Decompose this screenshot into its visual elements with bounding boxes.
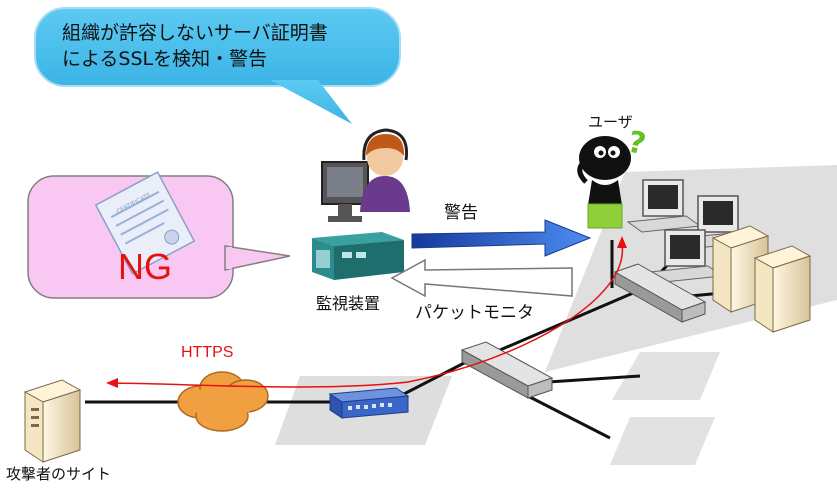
router-icon [328, 387, 410, 419]
monitor-device-icon [312, 232, 404, 280]
packet-monitor-arrow [390, 258, 573, 298]
warning-arrow [411, 219, 592, 257]
switch-lower-icon [460, 341, 554, 399]
callout-top [34, 7, 401, 124]
user-icon [577, 136, 631, 229]
floor-segment-2 [610, 417, 715, 465]
attacker-server-icon [23, 379, 82, 463]
operator-icon [321, 128, 410, 222]
monitor-device-label: 監視装置 [316, 294, 381, 313]
ng-label: NG [118, 246, 172, 287]
https-label: HTTPS [181, 344, 234, 361]
switch-upper-icon [613, 263, 707, 323]
callout-top-text: 組織が許容しないサーバ証明書 によるSSLを検知・警告 [62, 20, 328, 72]
https-arrow-head [106, 378, 118, 388]
user-shirt [587, 203, 623, 229]
floor-planes [275, 165, 837, 465]
https-connection-line [107, 243, 624, 388]
user-computers [626, 179, 757, 283]
cloud-icon [177, 371, 269, 432]
callout-top-line2: によるSSLを検知・警告 [62, 48, 268, 70]
user-label: ユーザ [588, 113, 633, 131]
callout-ng [27, 171, 291, 299]
certificate-icon [94, 171, 196, 275]
callout-top-line1: 組織が許容しないサーバ証明書 [62, 22, 328, 44]
warning-label: 警告 [444, 203, 478, 223]
floor-segment-1 [612, 352, 720, 400]
attacker-site-label: 攻撃者のサイト [6, 465, 112, 483]
https-arrow-tail [617, 236, 627, 248]
packet-monitor-label: パケットモニタ [415, 303, 534, 323]
internal-servers [711, 225, 812, 333]
